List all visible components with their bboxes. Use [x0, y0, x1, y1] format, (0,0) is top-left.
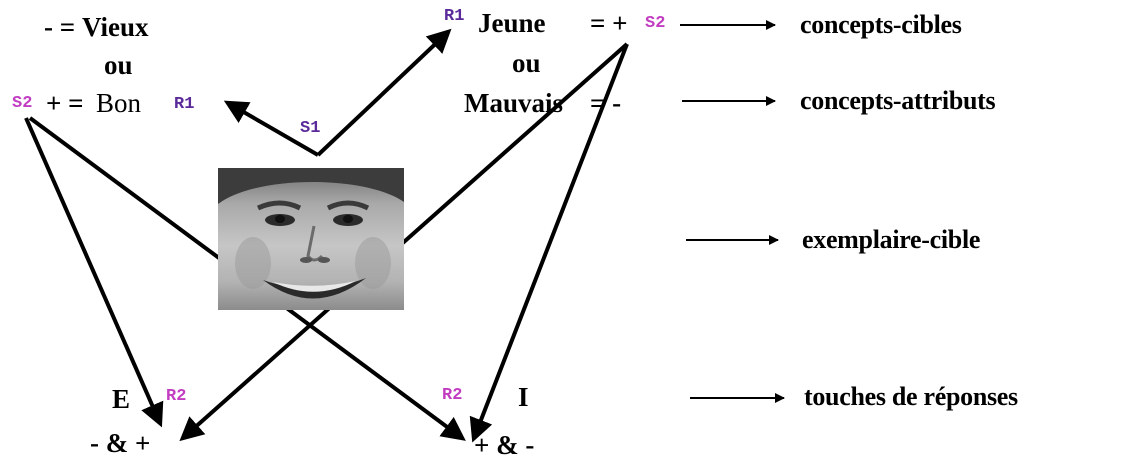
- code-r2-right: R2: [442, 386, 463, 405]
- code-r1-right: R1: [444, 7, 465, 26]
- arrow-s2right-to-I: [469, 43, 629, 443]
- key-E: E: [112, 384, 131, 414]
- code-s2-right: S2: [645, 14, 666, 33]
- label-bon: Bon: [96, 88, 142, 118]
- label-minus-eq: - =: [44, 12, 76, 42]
- code-s1: S1: [300, 119, 321, 138]
- label-ou-left: ou: [104, 50, 133, 80]
- arrow-s1-to-bon: [223, 100, 320, 157]
- key-I: I: [518, 382, 529, 412]
- label-mauvais: Mauvais: [464, 88, 564, 118]
- code-r1-left: R1: [174, 95, 195, 114]
- legend-touches-reponses: touches de réponses: [804, 382, 1018, 411]
- legend-exemplaire-cible: exemplaire-cible: [802, 225, 981, 254]
- label-eq-plus: = +: [590, 8, 628, 38]
- arrow-s2right-to-E: [179, 42, 629, 442]
- signs-right: + & -: [474, 430, 535, 460]
- arrow-s1-to-jeune: [316, 28, 452, 157]
- signs-left: - & +: [90, 428, 151, 458]
- label-ou-right: ou: [512, 48, 541, 78]
- label-eq-minus: = -: [590, 88, 622, 118]
- code-s2-left: S2: [12, 94, 33, 113]
- legend-concepts-attributs: concepts-attributs: [800, 86, 996, 115]
- label-jeune: Jeune: [478, 8, 546, 38]
- arrow-s2left-to-E: [24, 117, 164, 428]
- label-plus-eq: + =: [46, 88, 84, 118]
- face-photo: [218, 168, 404, 310]
- legend-concepts-cibles: concepts-cibles: [800, 10, 962, 39]
- label-vieux: Vieux: [82, 12, 149, 42]
- code-r2-left: R2: [166, 387, 187, 406]
